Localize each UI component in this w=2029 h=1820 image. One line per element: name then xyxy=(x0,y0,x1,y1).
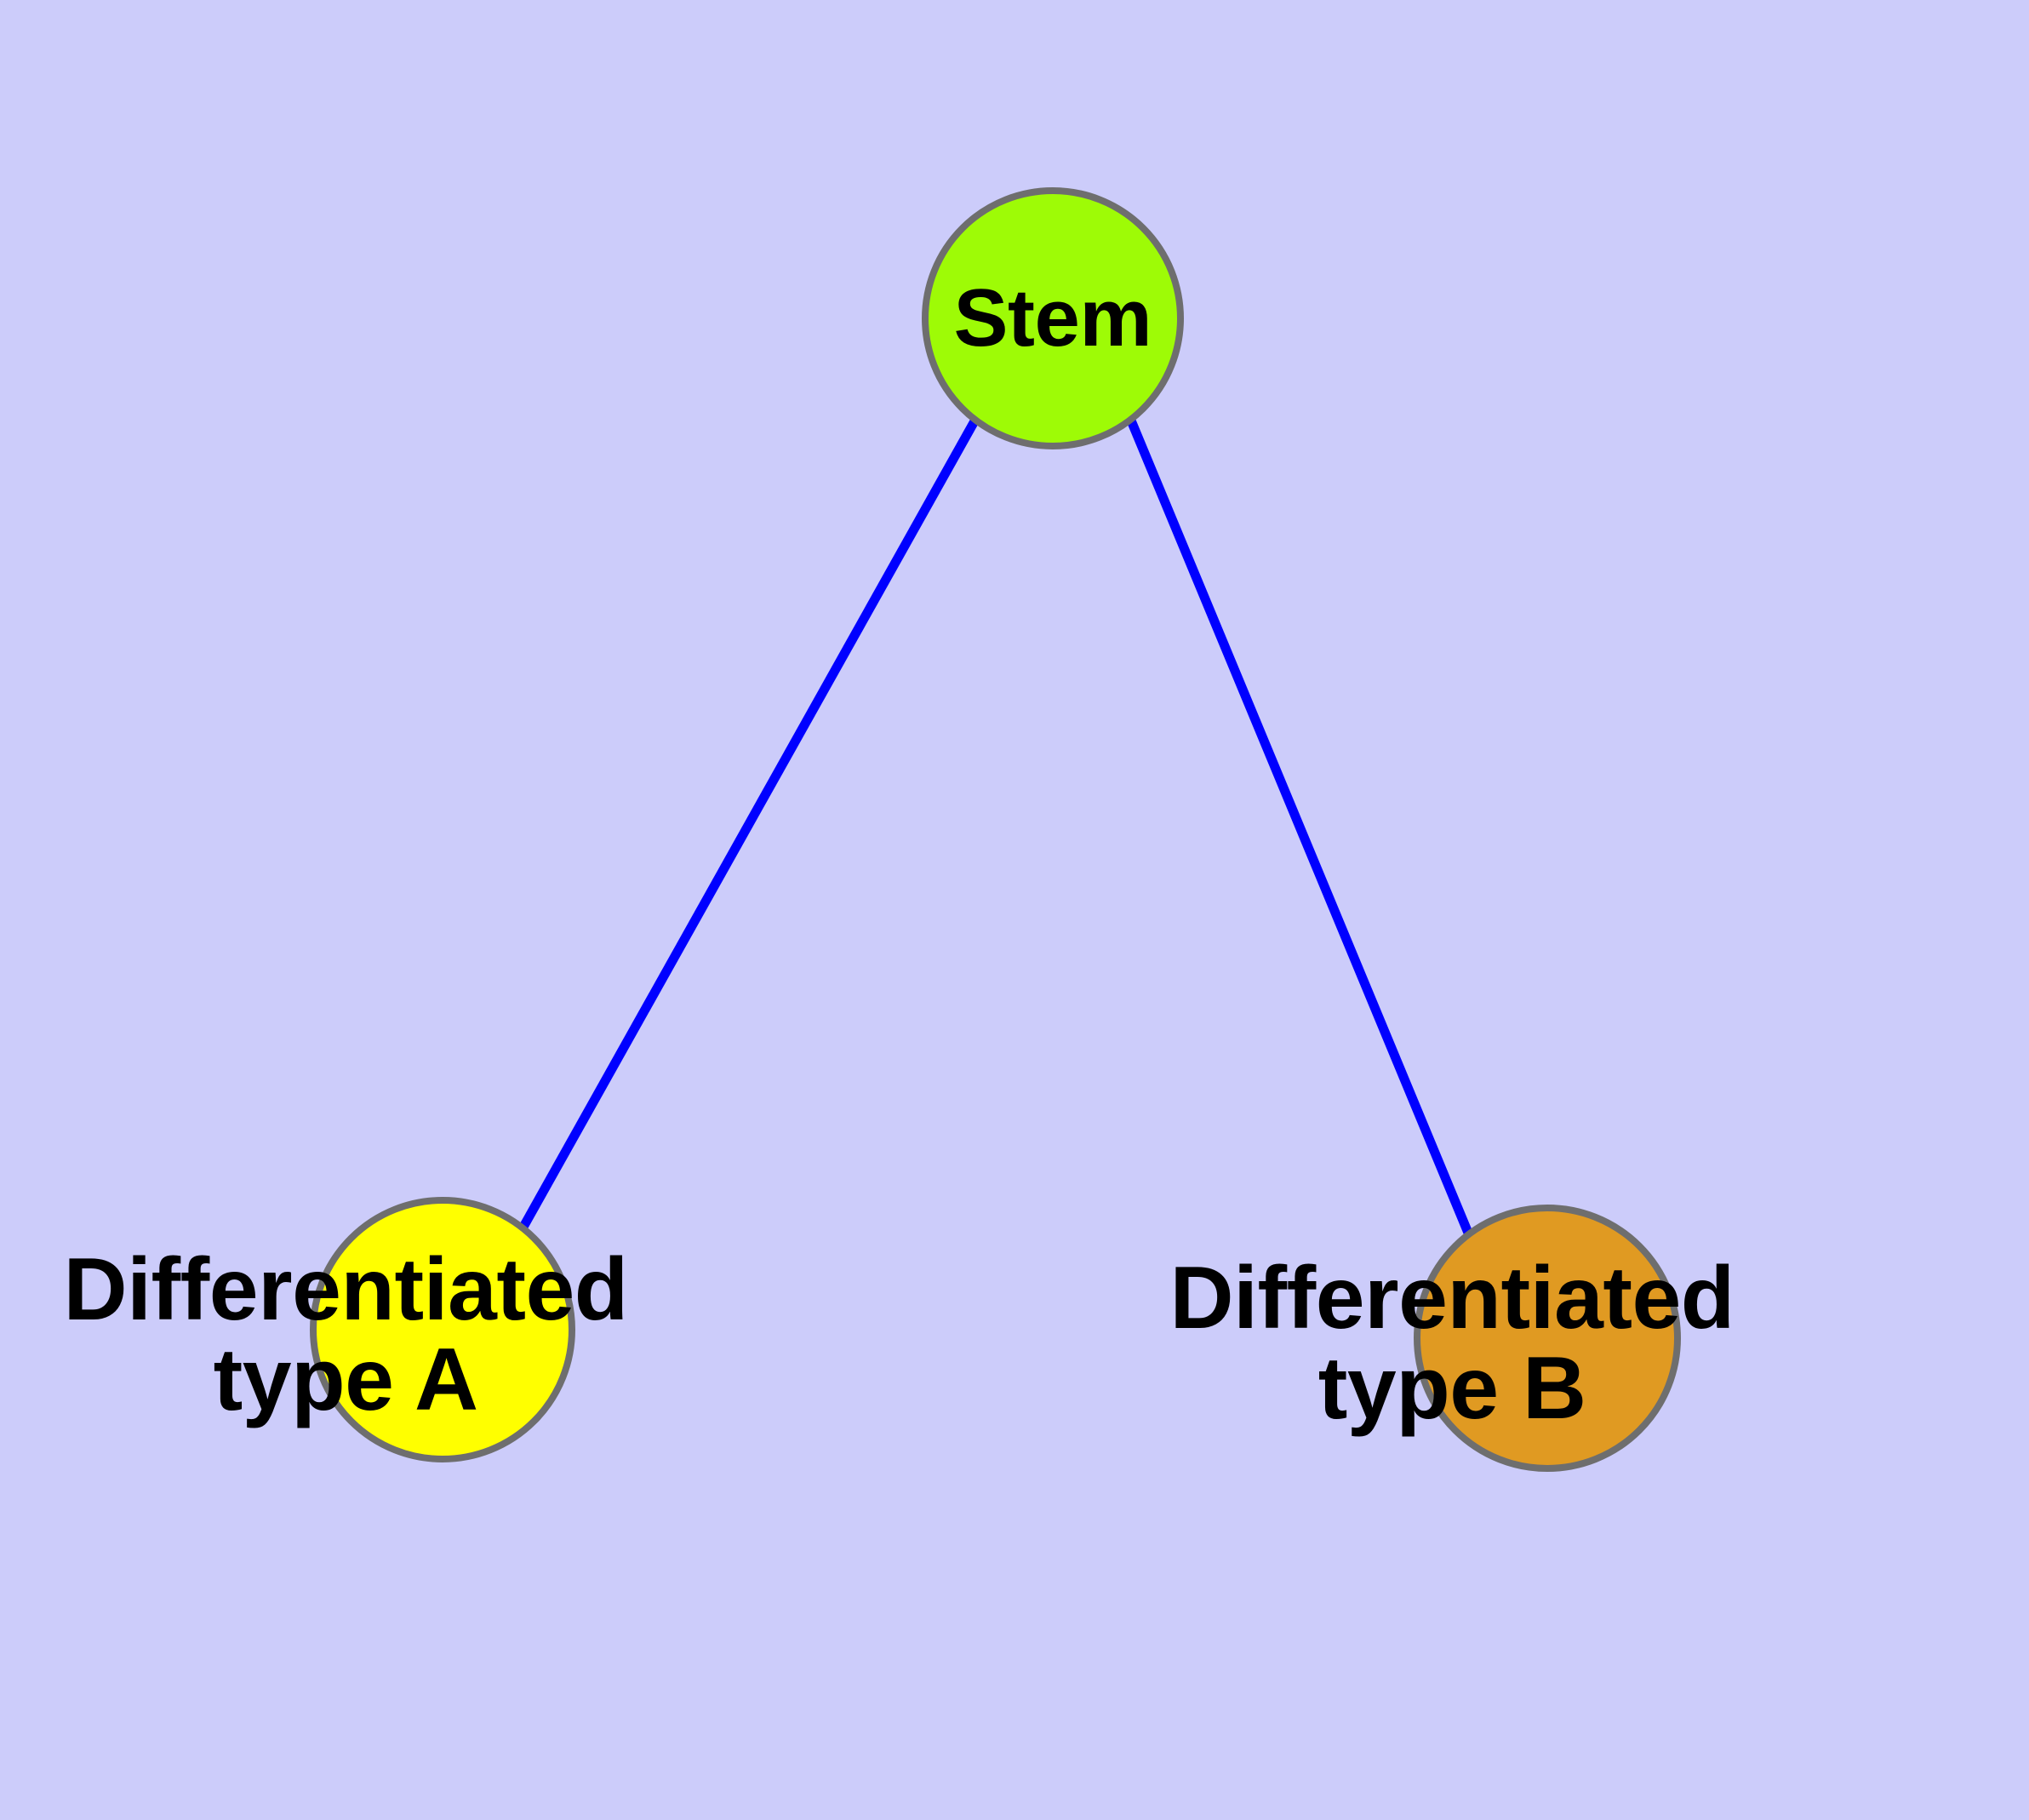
node-diff_b[interactable] xyxy=(1414,1205,1681,1472)
edges-layer xyxy=(518,417,1475,1239)
edge-stem-to-diff-a[interactable] xyxy=(518,417,980,1231)
edge-stem-to-diff-b[interactable] xyxy=(1126,418,1475,1239)
nodes-layer xyxy=(310,187,1681,1472)
node-diff_a[interactable] xyxy=(310,1197,575,1462)
node-stem[interactable] xyxy=(922,187,1184,449)
